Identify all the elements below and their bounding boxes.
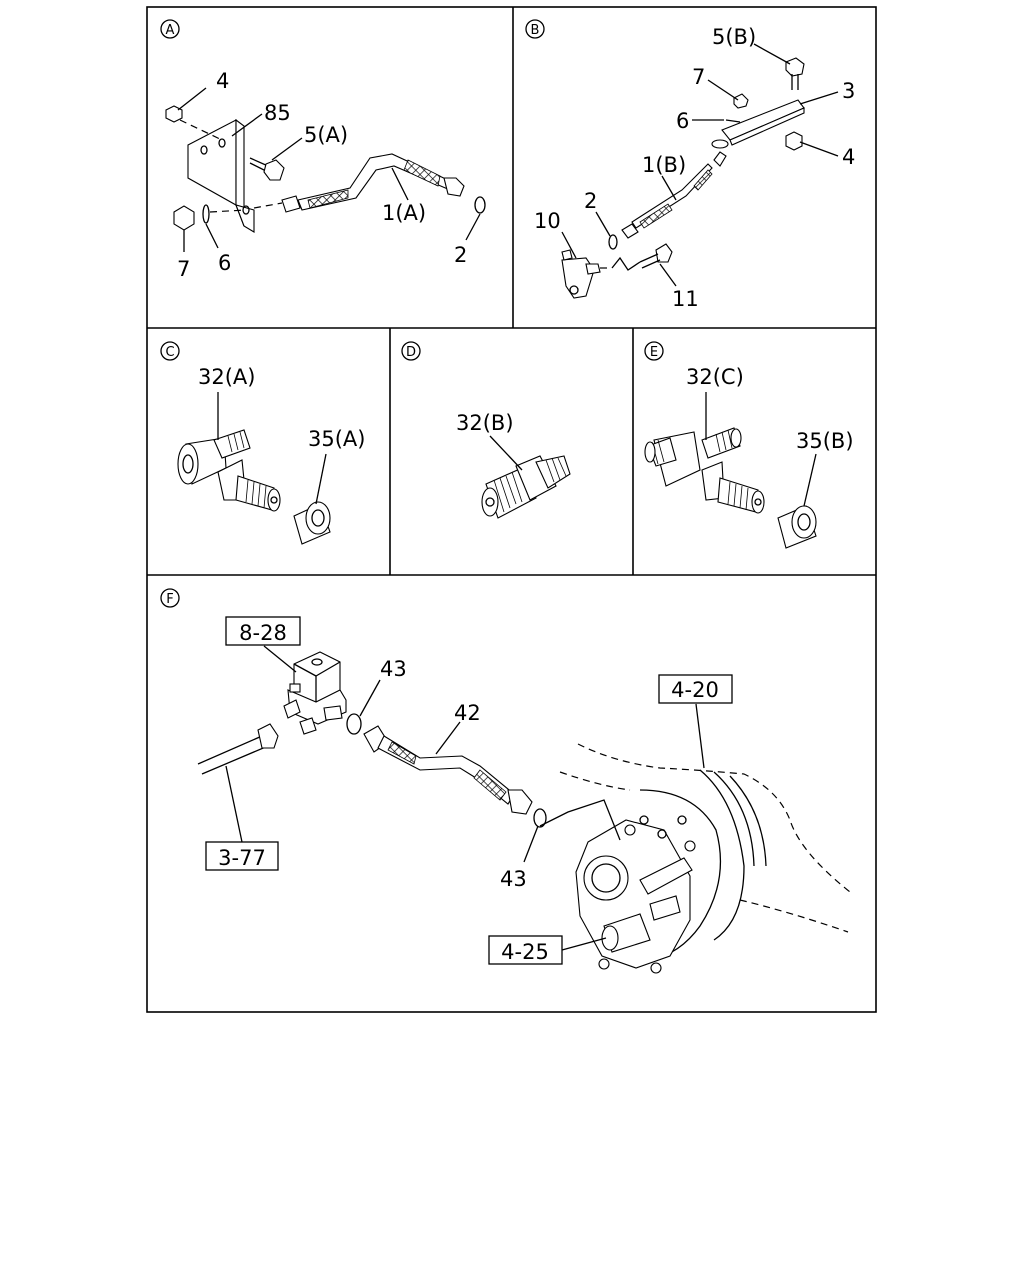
- panel-d: D 32(B): [401, 341, 571, 519]
- nut-35a: [293, 501, 331, 545]
- panel-d-letter: D: [406, 345, 416, 360]
- panel-f: F 8-28 4-20 3-77 4-25: [160, 588, 851, 974]
- panel-a-marker: A: [160, 19, 180, 39]
- fitting-10: [561, 249, 601, 299]
- label-e-35b: 35(B): [796, 429, 854, 453]
- label-c-32a: 32(A): [198, 365, 255, 389]
- hose-1b: [621, 151, 727, 239]
- label-b-7: 7: [692, 65, 705, 89]
- label-a-1a: 1(A): [382, 201, 426, 225]
- svg-text:3-77: 3-77: [218, 846, 266, 870]
- svg-text:8-28: 8-28: [239, 621, 287, 645]
- panel-f-letter: F: [166, 592, 173, 607]
- label-b-11: 11: [672, 287, 699, 311]
- hose-1a: [281, 153, 465, 213]
- oring-43-lower: [533, 808, 547, 828]
- diagram-frame: [146, 6, 877, 1013]
- panel-e-marker: E: [644, 341, 664, 361]
- panel-e: E 32(C) 35: [644, 341, 854, 549]
- label-a-6: 6: [218, 251, 231, 275]
- panel-b-marker: B: [525, 19, 545, 39]
- label-a-5a: 5(A): [304, 123, 348, 147]
- panel-a-letter: A: [166, 23, 175, 38]
- label-a-7: 7: [177, 257, 190, 281]
- panel-e-letter: E: [650, 345, 658, 360]
- label-c-35a: 35(A): [308, 427, 365, 451]
- label-f-43-lower: 43: [500, 867, 527, 891]
- ref-box-4-20: 4-20: [658, 674, 733, 704]
- bracket-part: [187, 118, 255, 233]
- panel-b: B: [525, 19, 855, 311]
- nut-35b: [777, 505, 817, 549]
- panel-c-marker: C: [160, 341, 180, 361]
- panel-a: A: [160, 19, 486, 281]
- axle-housing: [559, 743, 851, 961]
- pipe-3-77: [197, 723, 279, 775]
- panel-b-letter: B: [531, 23, 540, 38]
- bolt-5a: [249, 157, 285, 181]
- label-f-43-upper: 43: [380, 657, 407, 681]
- label-e-32c: 32(C): [686, 365, 744, 389]
- washer-6: [202, 204, 210, 224]
- label-d-32b: 32(B): [456, 411, 514, 435]
- nut-7: [173, 205, 195, 231]
- union-32a: [177, 429, 281, 512]
- oring-43-upper: [346, 713, 362, 735]
- label-b-4: 4: [842, 145, 855, 169]
- label-b-6: 6: [676, 109, 689, 133]
- label-b-3: 3: [842, 79, 855, 103]
- ref-box-4-25: 4-25: [488, 935, 563, 965]
- bolt-11: [639, 243, 673, 269]
- label-a-85: 85: [264, 101, 291, 125]
- bolt-5b: [785, 57, 805, 90]
- nut-7b: [733, 93, 749, 109]
- label-b-10: 10: [534, 209, 561, 233]
- oring-2: [474, 196, 486, 214]
- ref-box-8-28: 8-28: [225, 616, 301, 646]
- panel-c-letter: C: [165, 345, 174, 360]
- hose-42: [363, 725, 533, 815]
- panel-f-marker: F: [160, 588, 180, 608]
- solenoid-valve: [283, 651, 347, 735]
- ref-box-3-77: 3-77: [205, 841, 279, 871]
- union-32c: [644, 427, 765, 514]
- fitting-32b: [481, 455, 571, 519]
- label-b-5b: 5(B): [712, 25, 756, 49]
- label-b-2: 2: [584, 189, 597, 213]
- svg-text:4-20: 4-20: [671, 678, 719, 702]
- label-f-42: 42: [454, 701, 481, 725]
- label-a-2: 2: [454, 243, 467, 267]
- nut-4b: [785, 131, 803, 151]
- label-a-4: 4: [216, 69, 229, 93]
- panel-d-marker: D: [401, 341, 421, 361]
- oring-2b: [608, 234, 618, 250]
- svg-text:4-25: 4-25: [501, 940, 549, 964]
- brake-assembly: [575, 815, 696, 974]
- label-b-1b: 1(B): [642, 153, 686, 177]
- pin-6b: [725, 119, 741, 123]
- panel-c: C 32(A) 35(A): [160, 341, 365, 545]
